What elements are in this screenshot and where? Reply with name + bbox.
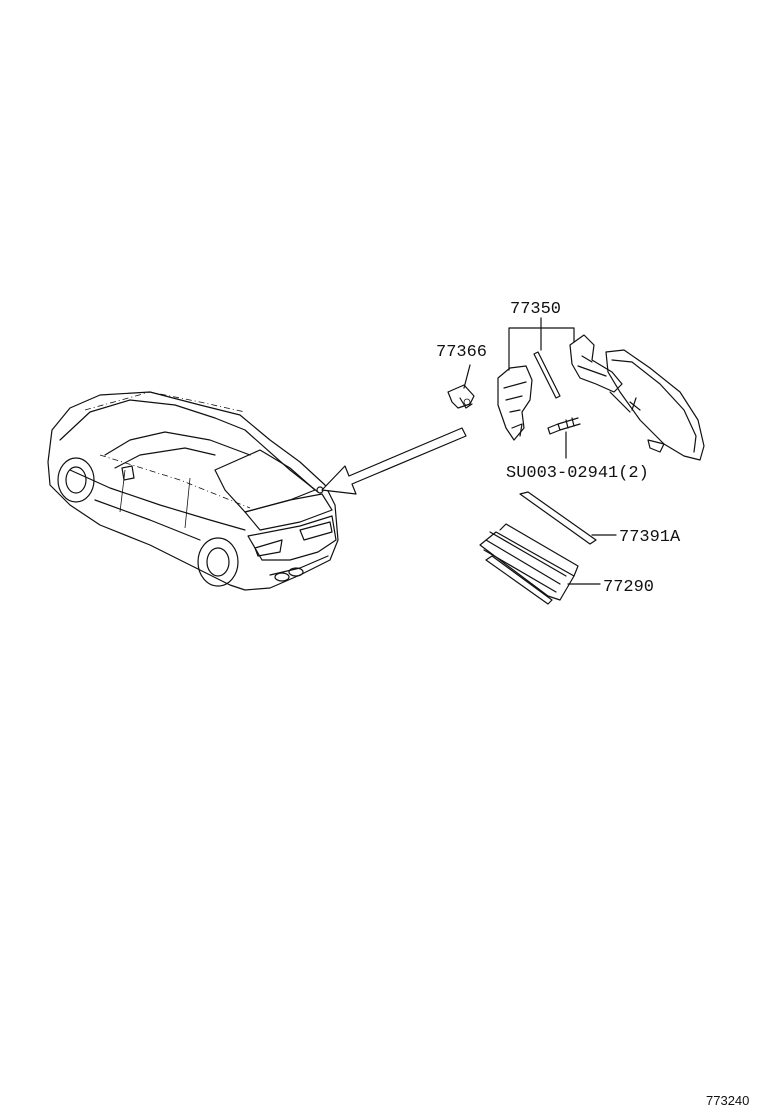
- hinge-housing-shape: [497, 365, 533, 441]
- rod-shape: [533, 351, 561, 399]
- label-77391a: 77391A: [619, 528, 681, 547]
- part-77350-bracket: [508, 317, 575, 371]
- part-77366-shape: [447, 364, 475, 409]
- figure-code: 773240: [706, 1093, 749, 1108]
- part-77290-shape: [479, 523, 601, 605]
- label-77290: 77290: [603, 578, 654, 597]
- callout-arrow: [321, 427, 467, 495]
- lid-door-shape: [605, 349, 705, 461]
- screw-shape: [547, 417, 581, 459]
- label-77350: 77350: [510, 300, 561, 319]
- part-77391a-shape: [519, 491, 617, 545]
- label-su003: SU003-02941(2): [506, 464, 649, 483]
- car-illustration: [47, 391, 339, 591]
- hinge-arm-shape: [569, 334, 631, 413]
- label-77366: 77366: [436, 343, 487, 362]
